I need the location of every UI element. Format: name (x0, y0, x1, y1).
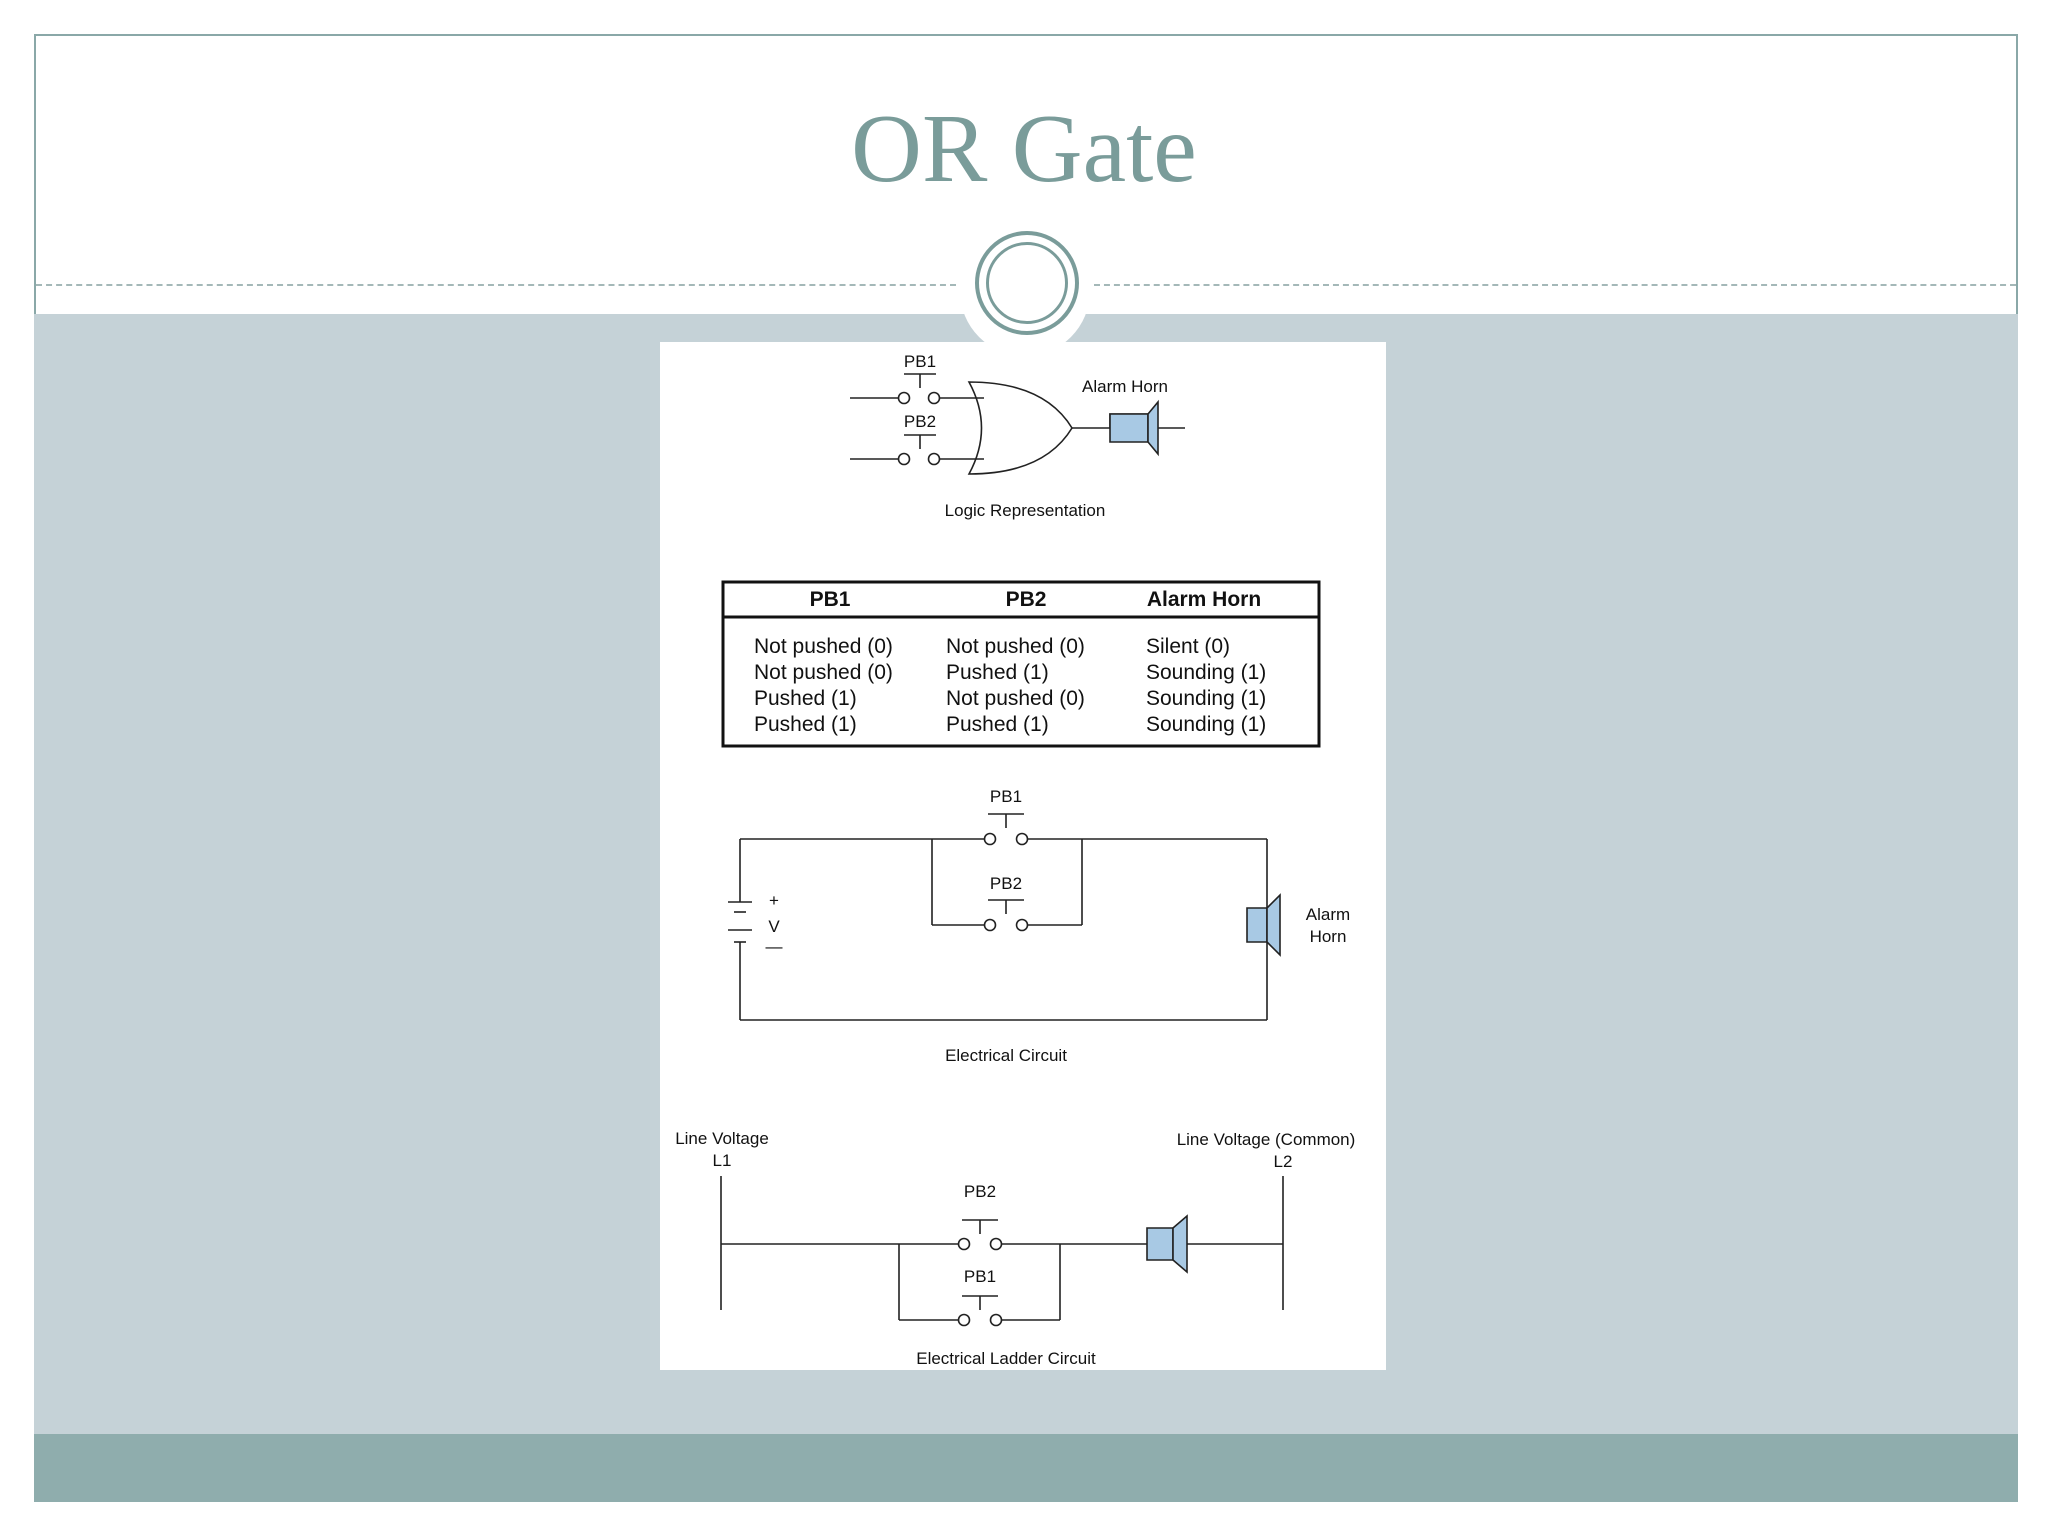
or-gate-icon (967, 381, 1073, 475)
ladder-l2: L2 (1274, 1152, 1293, 1171)
table-cell: Pushed (1) (946, 713, 1049, 736)
title-divider-right (1094, 284, 2016, 286)
table-cell: Pushed (1) (754, 713, 857, 736)
double-circle-ornament-icon (975, 231, 1079, 335)
ladder-pb2-pushbutton-icon (957, 1219, 1003, 1251)
slide-title: OR Gate (851, 95, 1197, 203)
truth-table: PB1 PB2 Alarm Horn Not pushed (0) Not pu… (721, 580, 1321, 748)
battery-icon (728, 901, 752, 943)
table-cell: Not pushed (0) (946, 635, 1085, 658)
table-cell: Sounding (1) (1146, 687, 1266, 710)
table-cell: Sounding (1) (1146, 661, 1266, 684)
table-cell: Not pushed (0) (754, 661, 893, 684)
ladder-l1: L1 (713, 1151, 732, 1170)
logic-pb2-pushbutton-icon (850, 434, 984, 466)
logic-alarm-horn-icon (1109, 399, 1159, 457)
battery-voltage-label: V (768, 917, 780, 936)
diagram-panel: PB1 PB2 (660, 342, 1386, 1370)
table-cell: Not pushed (0) (754, 635, 893, 658)
ladder-pb2-label: PB2 (964, 1182, 996, 1201)
title-divider-left (36, 284, 956, 286)
ladder-l2-label: Line Voltage (Common) (1177, 1130, 1356, 1149)
or-gate-diagrams: PB1 PB2 (675, 352, 1355, 1368)
table-row: Not pushed (0) Pushed (1) Sounding (1) (754, 661, 1266, 684)
battery-minus-label: — (766, 937, 783, 956)
logic-representation: PB1 PB2 (850, 352, 1185, 520)
circuit-caption: Electrical Circuit (945, 1046, 1067, 1065)
circuit-pb1-pushbutton-icon (983, 813, 1029, 846)
ladder-caption: Electrical Ladder Circuit (916, 1349, 1096, 1368)
ornament-inner-ring (986, 242, 1068, 324)
logic-pb1-label: PB1 (904, 352, 936, 371)
electrical-ladder-circuit: Line Voltage L1 Line Voltage (Common) L2… (675, 1129, 1355, 1368)
electrical-circuit: PB1 PB2 + V — (728, 787, 1350, 1065)
circuit-horn-label-line1: Alarm (1306, 905, 1350, 924)
logic-pb2-label: PB2 (904, 412, 936, 431)
table-cell: Pushed (1) (946, 661, 1049, 684)
truth-table-border (721, 580, 1321, 748)
circuit-pb1-label: PB1 (990, 787, 1022, 806)
ladder-l1-label: Line Voltage (675, 1129, 769, 1148)
ladder-pb1-label: PB1 (964, 1267, 996, 1286)
ladder-alarm-horn-icon (1146, 1214, 1188, 1274)
table-header-pb2: PB2 (1006, 588, 1047, 611)
circuit-horn-label-line2: Horn (1310, 927, 1347, 946)
table-cell: Not pushed (0) (946, 687, 1085, 710)
table-row: Pushed (1) Not pushed (0) Sounding (1) (754, 687, 1266, 710)
logic-pb1-pushbutton-icon (850, 373, 984, 405)
circuit-pb2-label: PB2 (990, 874, 1022, 893)
table-row: Pushed (1) Pushed (1) Sounding (1) (754, 713, 1266, 736)
circuit-pb2-pushbutton-icon (983, 899, 1029, 932)
logic-caption: Logic Representation (945, 501, 1106, 520)
table-cell: Sounding (1) (1146, 713, 1266, 736)
footer-band (34, 1434, 2018, 1502)
table-row: Not pushed (0) Not pushed (0) Silent (0) (754, 635, 1230, 658)
ladder-pb1-pushbutton-icon (957, 1295, 1003, 1327)
battery-plus-label: + (769, 891, 779, 910)
circuit-alarm-horn-icon (1246, 893, 1281, 957)
table-header-alarm-horn: Alarm Horn (1147, 588, 1261, 611)
logic-output-label: Alarm Horn (1082, 377, 1168, 396)
table-cell: Pushed (1) (754, 687, 857, 710)
table-cell: Silent (0) (1146, 635, 1230, 658)
table-header-pb1: PB1 (810, 588, 851, 611)
